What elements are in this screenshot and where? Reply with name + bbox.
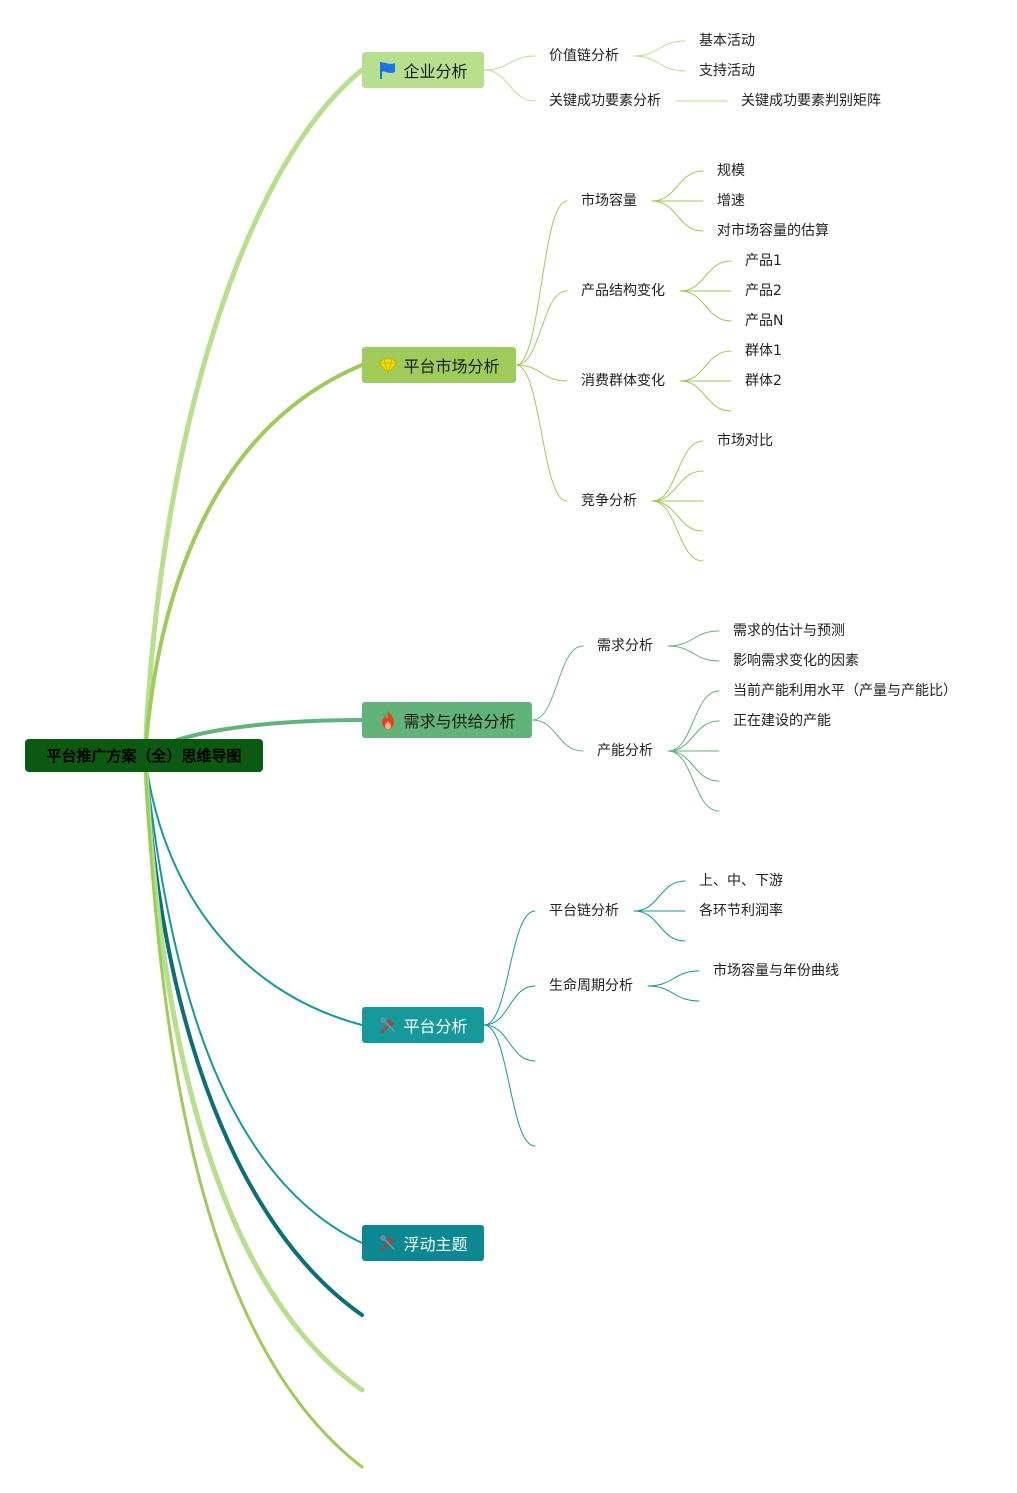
topic-lifecycle[interactable]: 生命周期分析 xyxy=(549,978,633,994)
connector-b3-demand-0 xyxy=(667,630,720,647)
flag-icon xyxy=(378,60,398,80)
connector-b1-sub-0 xyxy=(483,55,536,71)
leaf-support-activities[interactable]: 支持活动 xyxy=(699,63,755,79)
leaf-product-2[interactable]: 产品2 xyxy=(745,283,782,299)
topic-consumer-groups[interactable]: 消费群体变化 xyxy=(581,373,665,389)
connector-b1-valuechain-1 xyxy=(633,55,686,72)
leaf-scale[interactable]: 规模 xyxy=(717,163,745,179)
branch-platform-analysis[interactable]: 平台分析 xyxy=(362,1007,484,1043)
leaf-basic-activities[interactable]: 基本活动 xyxy=(699,33,755,49)
leaf-profit-margin[interactable]: 各环节利润率 xyxy=(699,903,783,919)
leaf-group-2[interactable]: 群体2 xyxy=(745,373,782,389)
leaf-capacity-building[interactable]: 正在建设的产能 xyxy=(733,713,831,729)
root-topic[interactable]: 平台推广方案（全）思维导图 xyxy=(25,739,263,772)
leaf-capacity-estimate[interactable]: 对市场容量的估算 xyxy=(717,223,829,239)
branch-label: 浮动主题 xyxy=(403,1235,468,1254)
connector-b3-capacity-1 xyxy=(667,720,720,752)
diamond-icon xyxy=(378,355,399,375)
topic-demand-analysis[interactable]: 需求分析 xyxy=(597,638,653,654)
connector-b2-product-0 xyxy=(679,260,732,292)
connector-b4-chain-2 xyxy=(633,910,686,942)
connector-b4-sub-3 xyxy=(483,1024,536,1147)
connector-b2-groups-0 xyxy=(679,350,732,382)
branch-demand-supply[interactable]: 需求与供给分析 xyxy=(362,702,532,738)
connector-b2-groups-2 xyxy=(679,380,732,412)
connector-b4-lifecycle-1 xyxy=(647,985,700,1002)
fire-icon xyxy=(378,710,398,730)
connector-b4-lifecycle-0 xyxy=(647,970,700,987)
topic-key-success-factors[interactable]: 关键成功要素分析 xyxy=(549,93,661,109)
connector-b2-competition-4 xyxy=(651,500,704,562)
leaf-demand-forecast[interactable]: 需求的估计与预测 xyxy=(733,623,845,639)
topic-market-capacity[interactable]: 市场容量 xyxy=(581,193,637,209)
connector-b3-capacity-4 xyxy=(667,750,720,812)
leaf-market-compare[interactable]: 市场对比 xyxy=(717,433,773,449)
branch-label: 企业分析 xyxy=(403,62,468,81)
tools-icon xyxy=(378,1015,398,1035)
leaf-ksf-matrix[interactable]: 关键成功要素判别矩阵 xyxy=(741,93,881,109)
branch-platform-market-analysis[interactable]: 平台市场分析 xyxy=(362,347,516,383)
connector-b3-demand-1 xyxy=(667,645,720,662)
root-topic-label: 平台推广方案（全）思维导图 xyxy=(46,747,242,765)
connector-b2-competition-3 xyxy=(651,500,704,532)
connector-b2-sub-2 xyxy=(515,364,568,382)
connector-b3-sub-0 xyxy=(531,645,584,721)
branch-label: 平台市场分析 xyxy=(403,357,500,376)
connector-b3-capacity-3 xyxy=(667,750,720,782)
connector-b2-capacity-2 xyxy=(651,200,704,232)
branch-label: 需求与供给分析 xyxy=(403,712,516,731)
connector-b1-sub-1 xyxy=(483,69,536,102)
floating-topic[interactable]: 浮动主题 xyxy=(362,1225,484,1261)
branch-enterprise-analysis[interactable]: 企业分析 xyxy=(362,52,484,88)
connector-root-b4 xyxy=(144,754,363,1026)
connector-b4-chain-0 xyxy=(633,880,686,912)
leaf-growth[interactable]: 增速 xyxy=(717,193,745,209)
branch-label: 平台分析 xyxy=(403,1017,468,1036)
topic-product-structure[interactable]: 产品结构变化 xyxy=(581,283,665,299)
connector-root-extra-2 xyxy=(142,752,365,1393)
connector-b2-sub-1 xyxy=(515,290,568,366)
connector-b2-sub-3 xyxy=(515,364,568,502)
connector-root-b5 xyxy=(144,754,363,1244)
topic-competition[interactable]: 竞争分析 xyxy=(581,493,637,509)
leaf-capacity-year-curve[interactable]: 市场容量与年份曲线 xyxy=(713,963,839,979)
leaf-capacity-utilization[interactable]: 当前产能利用水平（产量与产能比） xyxy=(733,683,957,699)
connector-b2-competition-1 xyxy=(651,470,704,502)
connector-b2-capacity-0 xyxy=(651,170,704,202)
leaf-product-n[interactable]: 产品N xyxy=(745,313,784,329)
leaf-group-1[interactable]: 群体1 xyxy=(745,343,782,359)
leaf-up-mid-downstream[interactable]: 上、中、下游 xyxy=(699,873,783,889)
connector-b1-valuechain-0 xyxy=(633,40,686,57)
topic-platform-chain[interactable]: 平台链分析 xyxy=(549,903,619,919)
connector-b2-sub-0 xyxy=(515,200,568,366)
connector-root-b1 xyxy=(142,67,365,758)
connector-b3-sub-1 xyxy=(531,719,584,752)
connector-b2-product-2 xyxy=(679,290,732,322)
topic-capacity-analysis[interactable]: 产能分析 xyxy=(597,743,653,759)
connector-root-extra-3 xyxy=(143,753,364,1469)
connector-b4-sub-0 xyxy=(483,910,536,1026)
leaf-product-1[interactable]: 产品1 xyxy=(745,253,782,269)
connector-b3-capacity-0 xyxy=(667,690,720,752)
leaf-demand-factors[interactable]: 影响需求变化的因素 xyxy=(733,653,859,669)
connector-b4-sub-2 xyxy=(483,1024,536,1062)
tools-icon xyxy=(378,1233,398,1253)
connector-b2-competition-0 xyxy=(651,440,704,502)
topic-value-chain[interactable]: 价值链分析 xyxy=(549,48,619,64)
connector-root-b2 xyxy=(143,363,364,757)
connector-b4-sub-1 xyxy=(483,985,536,1026)
